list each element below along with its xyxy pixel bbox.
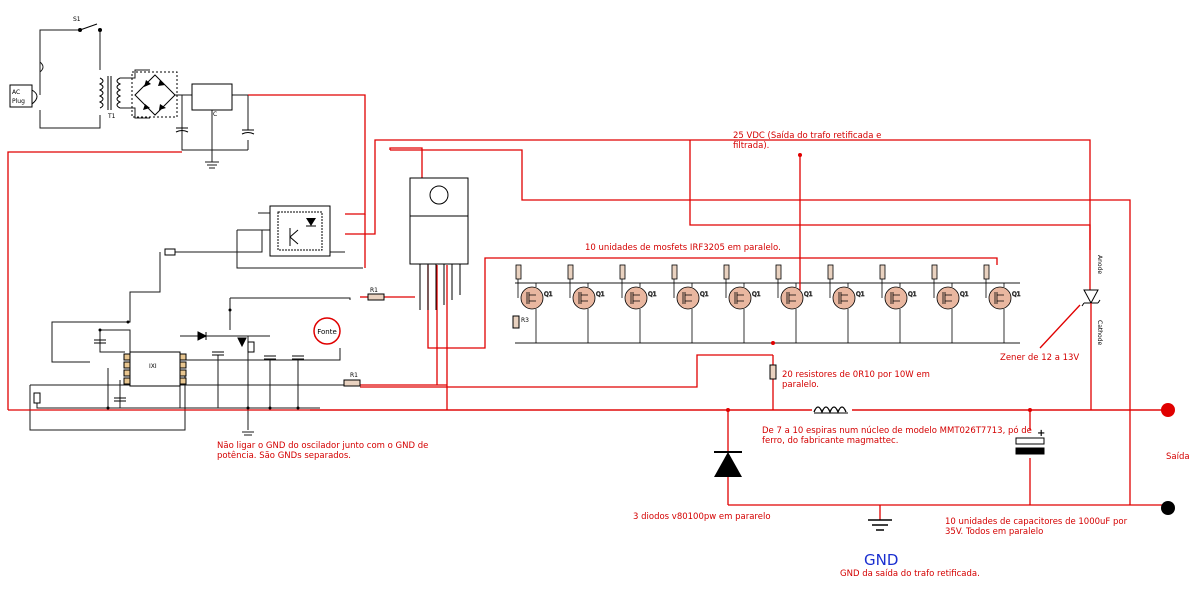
mosfet-label: Q1 [960,291,969,298]
mosfet [936,286,960,310]
switch-label: S1 [73,16,81,23]
mosfet [624,286,648,310]
resistor-r1-bottom: R1 [343,372,361,387]
mosfet-symbol [682,292,692,304]
connector [164,248,176,256]
diodes-note: 3 diodos v80100pw em pararelo [633,512,771,522]
regulator: C [191,83,233,118]
oscillator-ic: IXI [123,351,187,387]
ground-symbol [868,519,892,531]
ic-label: IXI [149,363,157,370]
driver-package [409,177,469,310]
mosfet [676,286,700,310]
supply-note-line-1: 25 VDC (Saída do trafo retificada e [733,131,881,141]
red-junction-dots [726,153,1032,412]
gate-resistor [671,264,678,280]
osc-diodes [197,331,247,348]
resistors-note-line-2: paralelo. [782,380,819,390]
fonte-marker: Fonte [313,317,341,345]
transformer-t1: T1 [98,76,122,120]
gate-resistor [515,264,522,280]
mosfet-label: Q1 [908,291,917,298]
mosfet [832,286,856,310]
gate-resistor [931,264,938,280]
ac-plug: AC Plug [9,84,38,108]
junction-dots [98,308,300,410]
mosfet-symbol [786,292,796,304]
mosfet [780,286,804,310]
r1-bottom-label: R1 [350,372,358,379]
inductor-note-line-1: De 7 a 10 espiras num núcleo de modelo M… [762,425,1032,436]
mosfet-label: Q1 [700,291,709,298]
r3-label: R3 [521,317,529,324]
resistor-r1-top: R1 [367,287,385,301]
power-diode [714,451,742,477]
mosfet-label: Q1 [648,291,657,298]
mosfet [884,286,908,310]
gate-resistor [567,264,574,280]
mosfet [728,286,752,310]
mosfet-symbol [630,292,640,304]
zener-diode: Anode Cathode [1081,255,1103,410]
ac-plug-label-1: AC [12,89,20,96]
gnd-sub-label: GND da saída do trafo retificada. [840,569,980,579]
gate-resistor [827,264,834,280]
svg-text:+: + [1037,428,1045,439]
gate-resistor [723,264,730,280]
caps-note-line-1: 10 unidades de capacitores de 1000uF por [945,517,1128,527]
r1-top-label: R1 [370,287,378,294]
resistor-0r10 [769,364,777,380]
resistors-note-line-1: 20 resistores de 0R10 por 10W em [782,370,930,380]
mosfet-label: Q1 [804,291,813,298]
gnd-note-line-1: Não ligar o GND do oscilador junto com o… [217,441,428,451]
mosfet-symbol [734,292,744,304]
cathode-label: Cathode [1096,320,1103,346]
inductor [812,404,852,416]
resistor-r3: R3 [512,315,529,329]
mosfet-label: Q1 [856,291,865,298]
gate-resistor [619,264,626,280]
output-terminal-positive [1161,403,1175,417]
mosfet [520,286,544,310]
transformer-label: T1 [107,113,116,120]
mosfet-label: Q1 [752,291,761,298]
output-label: Saída [1166,452,1190,462]
bridge-rectifier [131,71,178,118]
mosfet-symbol [578,292,588,304]
osc-capacitors [33,339,304,404]
mosfet-label: Q1 [544,291,553,298]
mosfet-label: Q1 [596,291,605,298]
mosfet-symbol [994,292,1004,304]
gate-resistor [879,264,886,280]
mosfet-symbol [890,292,900,304]
mosfet-symbol [942,292,952,304]
inductor-note-line-2: ferro, do fabricante magmattec. [762,436,898,446]
anode-label: Anode [1096,255,1103,274]
mosfets-note: 10 unidades de mosfets IRF3205 em parale… [585,243,781,253]
mosfet-label: Q1 [1012,291,1021,298]
mosfet [572,286,596,310]
ac-plug-label-2: Plug [12,98,25,105]
gate-resistor [983,264,990,280]
gnd-note-line-2: potência. São GNDs separados. [217,450,351,461]
fonte-label: Fonte [317,328,337,336]
output-capacitor: + [1015,428,1045,455]
regulator-label: C [213,111,217,118]
caps-note-line-2: 35V. Todos em paralelo [945,527,1043,537]
gate-resistor [775,264,782,280]
gnd-label: GND [864,551,898,569]
mosfet [988,286,1012,310]
mosfet-array: Q1 Q1 Q1 Q1 Q1 Q1 Q1 Q1 Q1 Q1 [515,264,1021,343]
mosfet-symbol [838,292,848,304]
power-wiring [7,94,1165,520]
optocoupler [269,205,331,257]
output-terminal-negative [1161,501,1175,515]
supply-note-line-2: filtrada). [733,141,769,151]
zener-note: Zener de 12 a 13V [1000,353,1079,363]
capacitor-c1 [175,127,189,133]
switch-s1: S1 [73,16,102,32]
mosfet-symbol [526,292,536,304]
capacitor-c2 [241,129,255,135]
